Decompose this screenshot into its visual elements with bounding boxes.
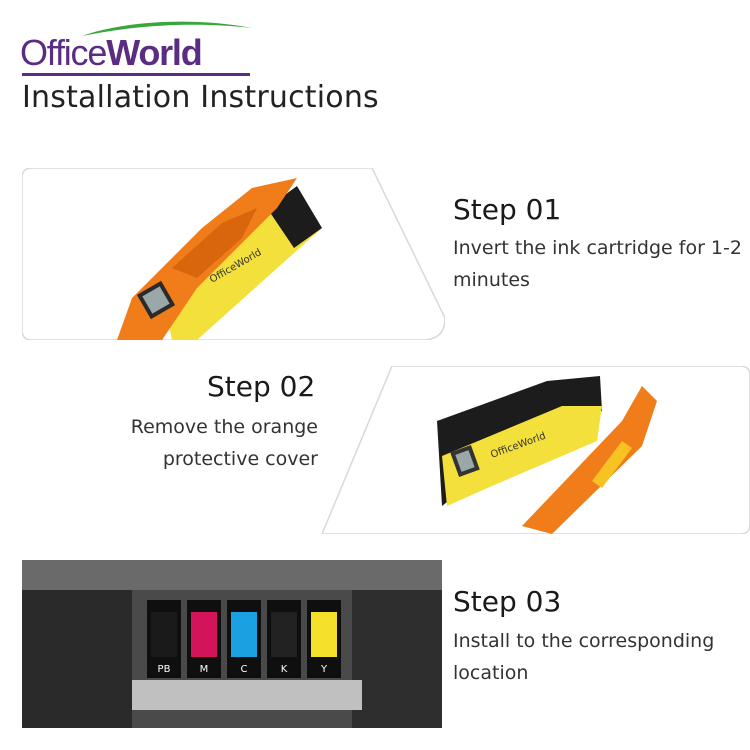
logo-swoosh-icon [82, 21, 252, 36]
logo-text-bold: World [106, 32, 203, 73]
step-02-title: Step 02 [207, 370, 316, 403]
printer-slot-label: Y [320, 664, 328, 675]
logo-text: OfficeWorld [20, 32, 203, 74]
printer-slot-label: PB [158, 664, 171, 675]
printer-slot-color-band [151, 612, 177, 657]
step-03-image: PB M C K Y [22, 560, 442, 728]
printer-slot-label: C [241, 664, 248, 675]
step-03-title: Step 03 [453, 585, 562, 618]
step-02-description: Remove the orange protective cover [130, 416, 318, 470]
step-03-description: Install to the corresponding location [453, 630, 715, 684]
step-01-title: Step 01 [453, 193, 562, 226]
printer-slot-color-band [231, 612, 257, 657]
page-title: Installation Instructions [22, 80, 379, 115]
printer-slot-color-band [271, 612, 297, 657]
logo-underline [22, 73, 250, 76]
printer-slot-label: K [281, 664, 288, 675]
step-01-image: OfficeWorld [22, 168, 445, 340]
logo-text-light: Office [20, 32, 107, 73]
brand-logo: OfficeWorld [20, 18, 252, 78]
step-02-image: OfficeWorld [322, 366, 750, 534]
printer-slot-color-band [191, 612, 217, 657]
step-01-description: Invert the ink cartridge for 1-2 minutes [453, 237, 742, 291]
printer-slot-color-band [311, 612, 337, 657]
printer-slot-label: M [200, 664, 209, 675]
